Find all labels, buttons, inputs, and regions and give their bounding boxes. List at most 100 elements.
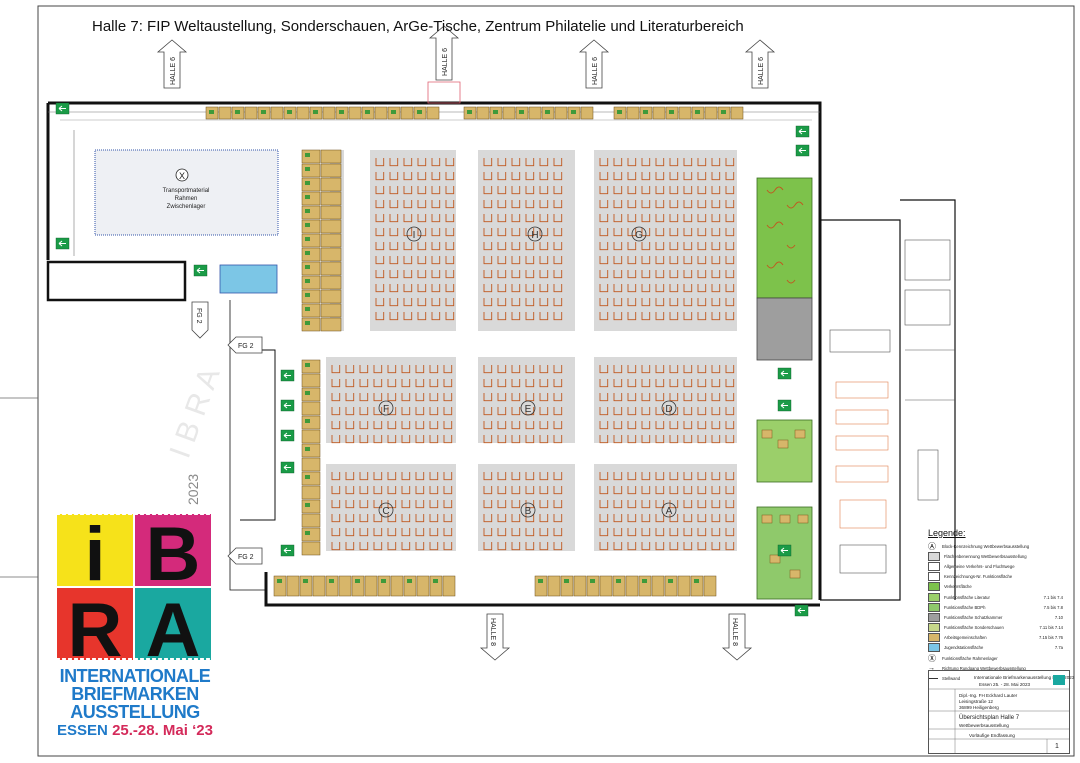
title-block: Internationale Briefmarkenausstellung IB… (928, 670, 1074, 754)
tb-street: Leisingstraße 12 (959, 699, 993, 704)
bdph-area-1 (756, 419, 813, 483)
stand-marker (287, 110, 292, 114)
frame-row (483, 284, 563, 293)
arge-stand (364, 575, 378, 597)
frame-row (599, 158, 735, 167)
legend-label: Funktionsfläche Rahmenlager (942, 655, 998, 661)
arge-stand (301, 387, 321, 402)
arge-stand (442, 575, 456, 597)
block-label-A: A (666, 506, 673, 517)
arge-stand (573, 575, 587, 597)
literature-area (756, 177, 813, 299)
arge-stand (301, 359, 321, 374)
stand-marker (329, 579, 334, 583)
stand-marker (305, 153, 310, 157)
arge-stand (678, 106, 692, 120)
block-label-B: B (525, 506, 532, 517)
arge-stand (320, 191, 342, 206)
frame-row (599, 393, 735, 402)
arge-stand (301, 317, 321, 332)
stand-marker (313, 110, 318, 114)
arge-stand (626, 106, 640, 120)
frame-row (599, 542, 735, 551)
frame-row (483, 312, 563, 321)
arge-stand (320, 177, 342, 192)
frame-row (483, 486, 563, 495)
arge-stand (320, 233, 342, 248)
frame-row (483, 421, 563, 430)
arge-stand (301, 499, 321, 514)
arge-stand (677, 575, 691, 597)
arge-stand (301, 303, 321, 318)
frame-row (483, 256, 563, 265)
storage-line-2: Rahmen (175, 196, 198, 202)
exhibition-blocks (326, 150, 737, 551)
logo-letter-i: i (84, 512, 105, 597)
arge-stand (320, 261, 342, 276)
stand-marker (305, 447, 310, 451)
arge-stand (270, 106, 284, 120)
stand-marker (305, 363, 310, 367)
logo-tile-red (57, 588, 133, 660)
stand-marker (305, 209, 310, 213)
arge-stand (390, 575, 404, 597)
arge-stand (554, 106, 568, 120)
stand-marker (538, 579, 543, 583)
legend-label: Jugendstationsfläche (944, 645, 984, 651)
logo-dates: 25.-28. Mai ‘23 (112, 722, 213, 739)
legend-label: Arbeitsgemeinschaften (944, 635, 987, 641)
stand-marker (643, 110, 648, 114)
stand-marker (545, 110, 550, 114)
storage-marker (175, 168, 189, 182)
frame-row (375, 158, 455, 167)
stand-marker (694, 579, 699, 583)
legend-item: Allgemeine Verkehrs- und Fluchtwege (928, 561, 1063, 571)
arge-stand (301, 149, 321, 164)
hall-arrow-label-3: HALLE 6 (592, 57, 599, 85)
exit-arrow-icon (798, 128, 806, 135)
arge-stand (580, 106, 594, 120)
arge-stand (301, 513, 321, 528)
frame-row (599, 270, 735, 279)
legend-label: Block-Kennzeichnung Wettbewerbsausstellu… (942, 543, 1030, 549)
frame-row (331, 421, 453, 430)
arge-stand (502, 106, 516, 120)
frame-row (331, 500, 453, 509)
frame-row (599, 365, 735, 374)
legend-range: 7.5 bis 7.8 (1043, 604, 1063, 610)
stand-marker (305, 251, 310, 255)
legend-swatch: Ⓧ (928, 653, 936, 663)
frame-row (599, 214, 735, 223)
frame-row (483, 472, 563, 481)
frame-row (331, 486, 453, 495)
logo-city: ESSEN (57, 722, 108, 739)
arge-stand (301, 233, 321, 248)
frame-row (483, 365, 563, 374)
legend-item: Flächenbenennung Wettbewerbsausstellung (928, 551, 1063, 561)
frame-row (599, 421, 735, 430)
frame-row (483, 435, 563, 444)
arge-stand (320, 219, 342, 234)
exit-arrow-icon (780, 402, 788, 409)
frame-row (375, 200, 455, 209)
stand-marker (305, 293, 310, 297)
exit-arrow-icon (196, 267, 204, 274)
legend-item: Kennzeichnungs-Nr. Funktionsfläche (928, 572, 1063, 582)
display-frames (331, 158, 735, 551)
frame-row (483, 228, 563, 237)
arge-stand (301, 457, 321, 472)
exit-arrow-icon (283, 464, 291, 471)
frame-row (599, 435, 735, 444)
stand-marker (305, 265, 310, 269)
frame-row (483, 298, 563, 307)
legend-label: Richtung Rundgang Wettbewerbsausstellung (942, 665, 1026, 671)
stand-marker (305, 237, 310, 241)
arge-stand (301, 177, 321, 192)
legend-swatch (928, 551, 940, 561)
storage-area (94, 149, 279, 236)
stand-marker (590, 579, 595, 583)
stand-marker (305, 531, 310, 535)
arge-stand (301, 275, 321, 290)
